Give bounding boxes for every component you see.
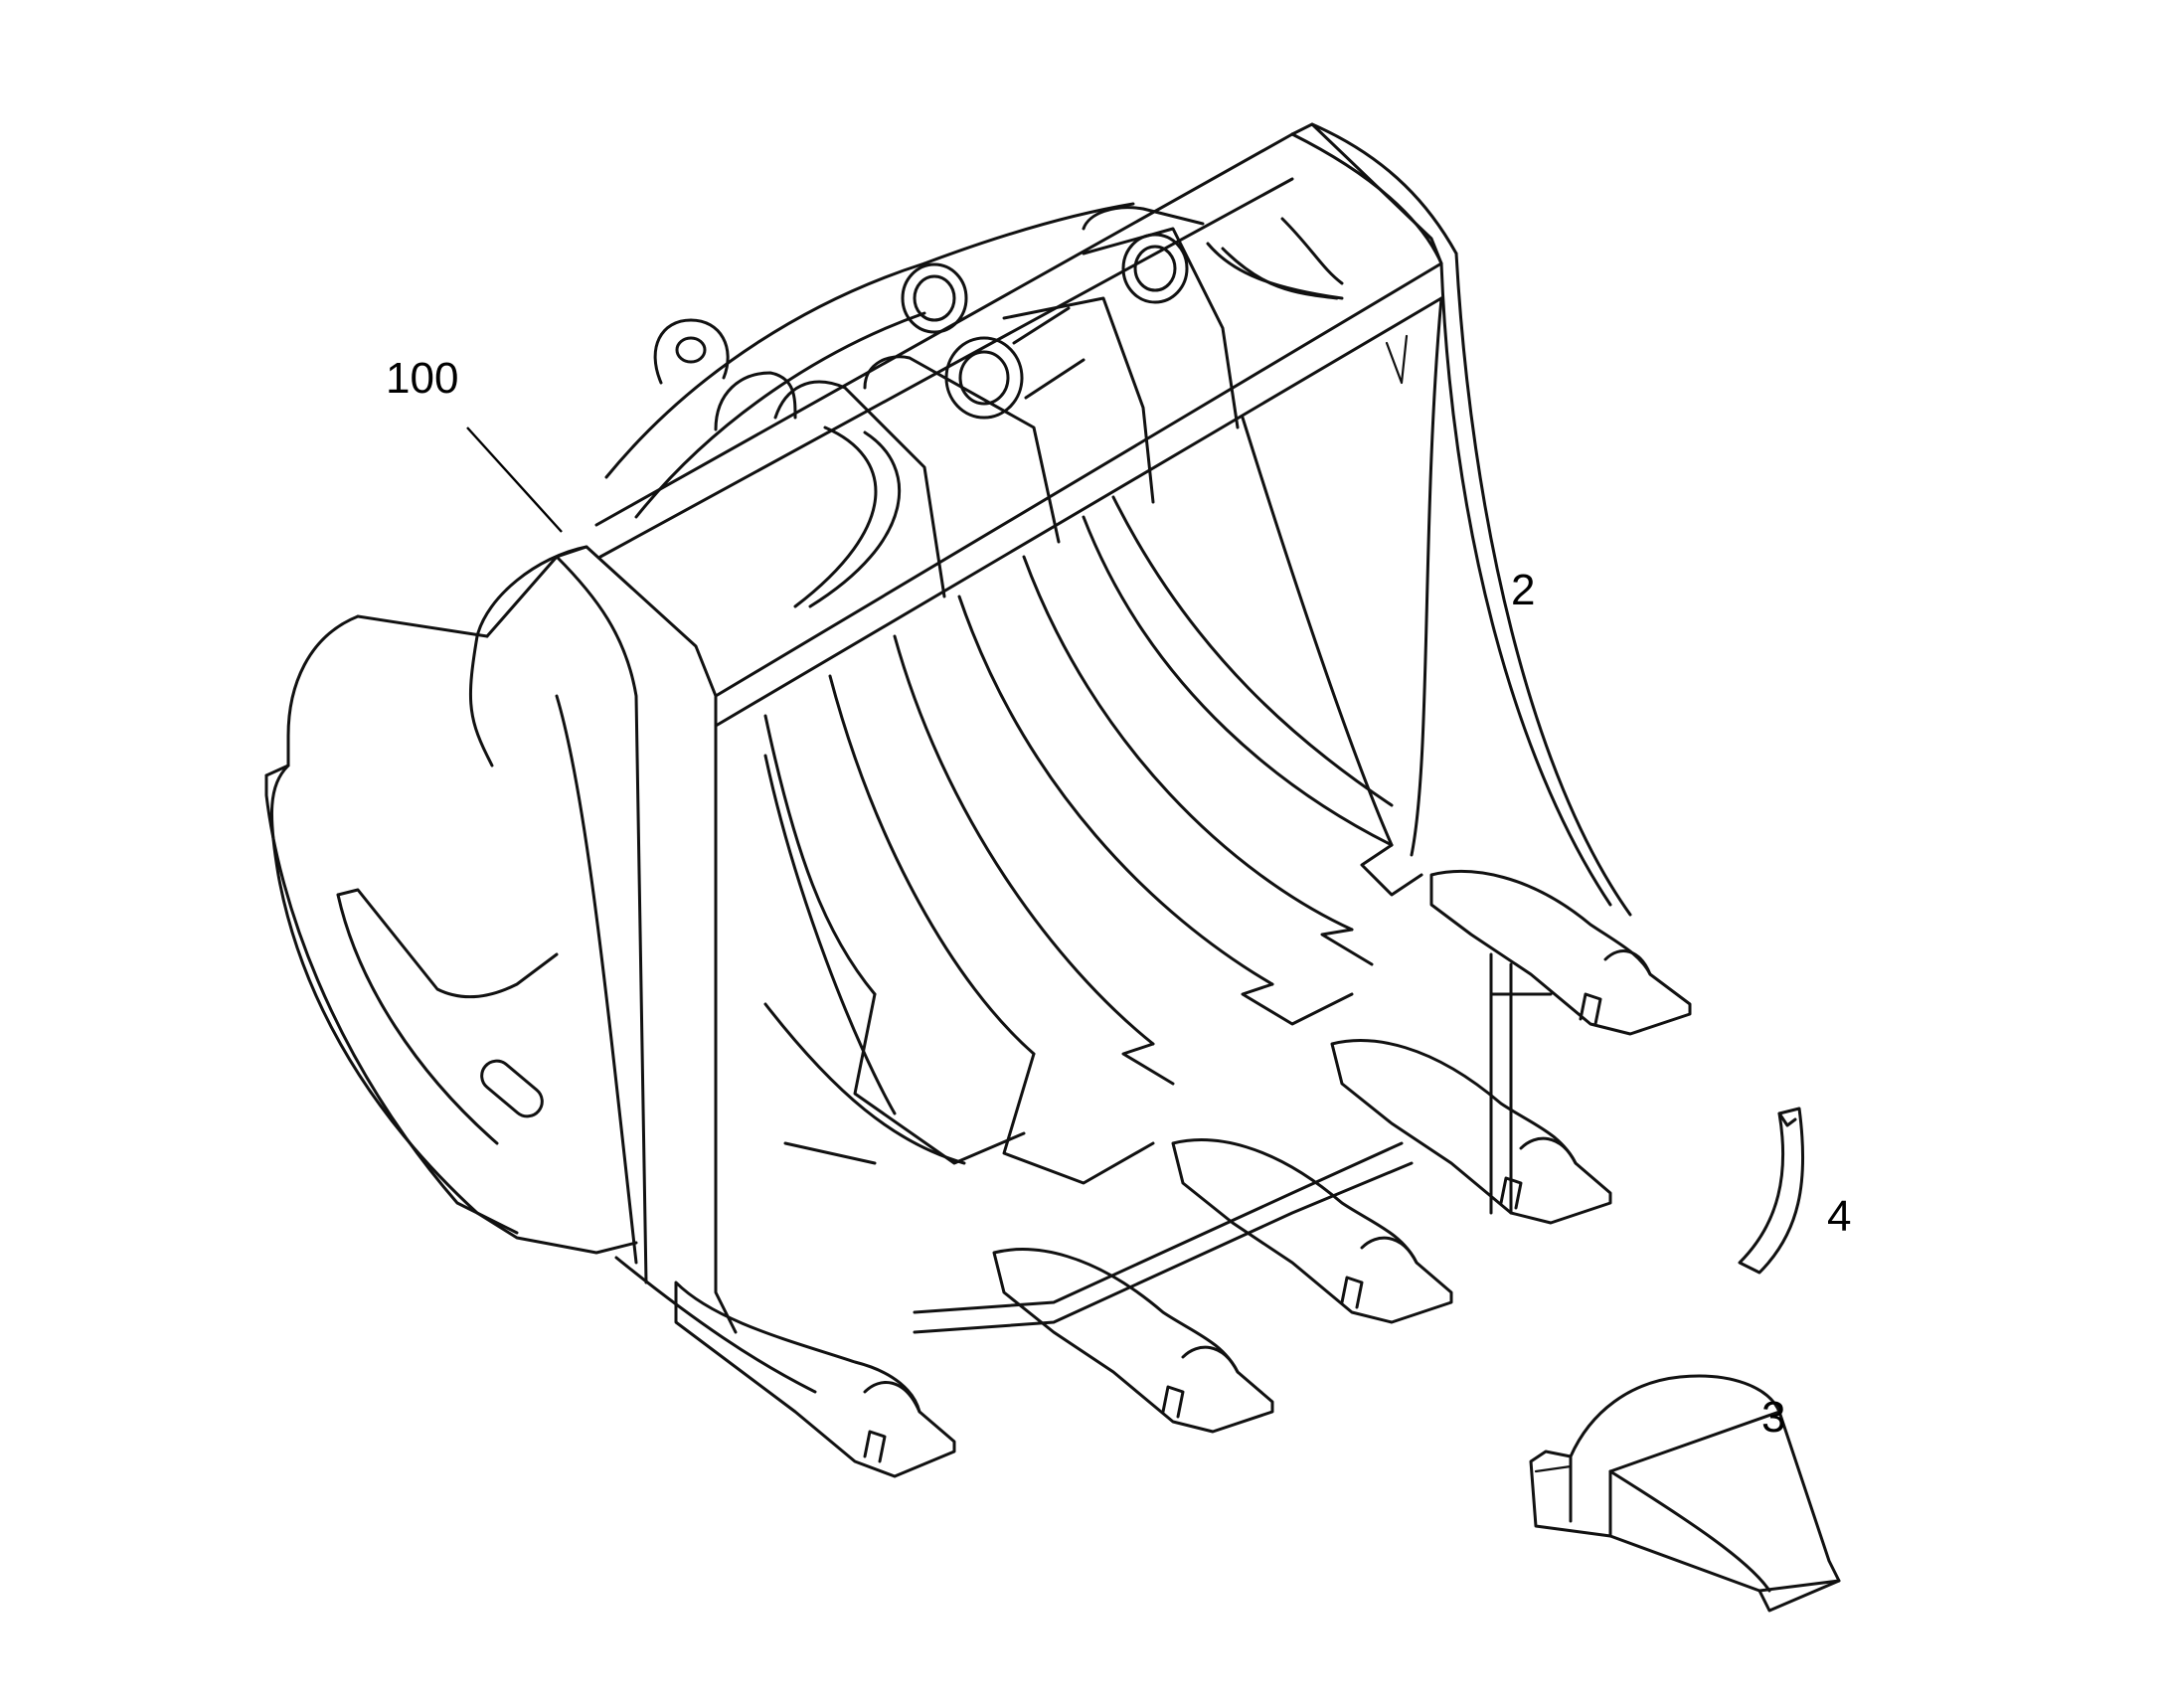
label-4: 4 <box>1827 1192 1851 1241</box>
left-side-plate <box>264 545 817 1394</box>
tooth-2 <box>992 1248 1274 1434</box>
leader-lines <box>466 427 563 533</box>
hitch-bosses <box>714 206 1344 608</box>
label-3: 3 <box>1761 1393 1785 1442</box>
floor-ribs <box>763 416 1423 1185</box>
tooth-1 <box>674 1281 956 1478</box>
tooth-4 <box>1330 1039 1612 1225</box>
tooth-tip-part <box>1529 1374 1841 1613</box>
pin-front <box>944 336 1024 420</box>
pin-right <box>1121 233 1189 304</box>
tooth-3 <box>1171 1138 1453 1324</box>
leader-line-100 <box>466 427 563 533</box>
right-side-plate <box>1290 122 1632 1215</box>
lifting-eye <box>653 318 730 385</box>
pin-left <box>901 262 968 334</box>
bucket-assembly <box>264 122 1692 1478</box>
cutting-edge <box>913 992 1553 1334</box>
tooth-5 <box>1429 870 1692 1036</box>
label-2: 2 <box>1511 566 1535 614</box>
label-100: 100 <box>386 354 458 403</box>
retainer-part <box>1738 1107 1805 1275</box>
